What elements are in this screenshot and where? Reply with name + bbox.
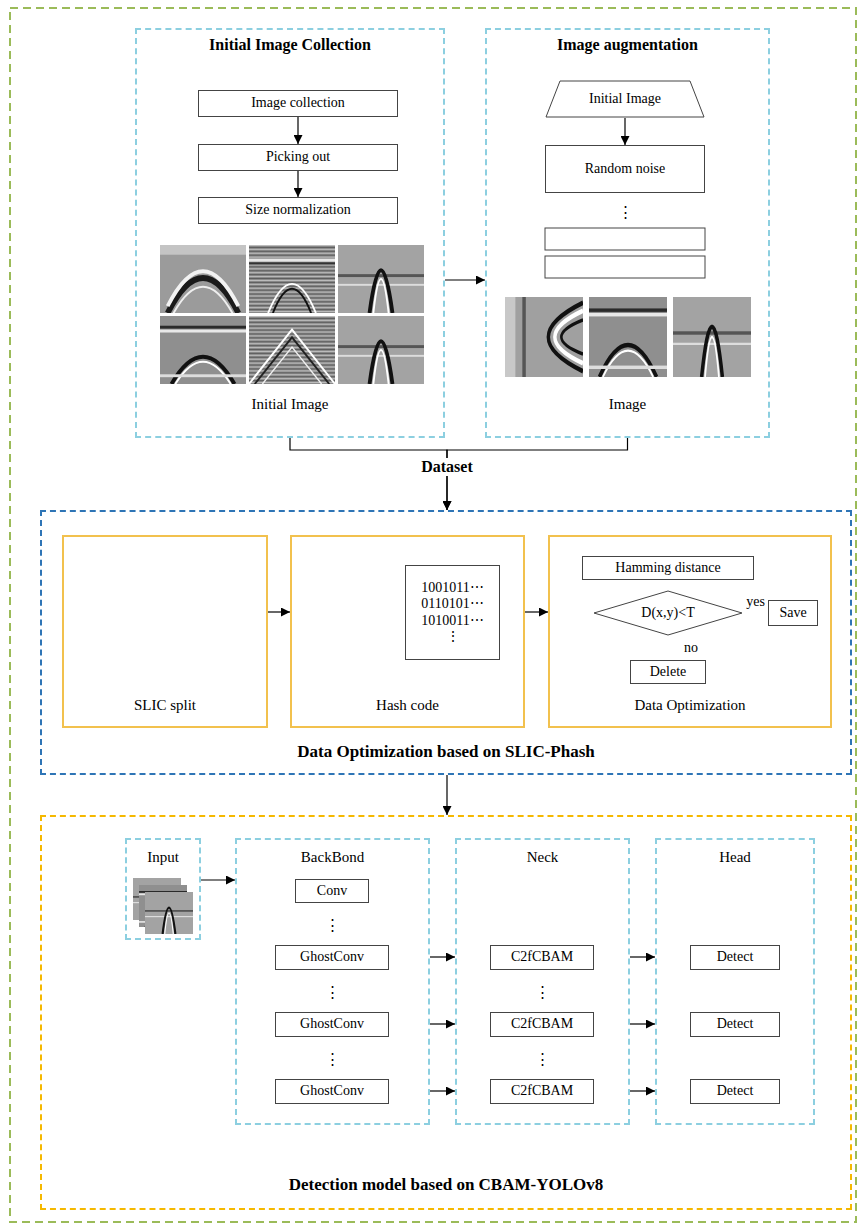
node-text: Size normalization [245,202,350,218]
input-images [133,878,193,934]
node-text: Random noise [585,161,666,177]
edge-label: no [682,640,700,655]
flow-arrow [430,956,455,957]
flow-arrow [630,1090,655,1091]
step-panel: SLIC split [62,535,268,728]
process-box: C2fCBAM [490,1079,594,1104]
node-text: Picking out [266,149,330,165]
panel-title: BackBond [301,849,364,866]
ellipsis-mark: ⋮ [323,984,342,1001]
process-box: 1001011⋯0110101⋯1010011⋯⋮ [405,565,500,660]
flow-arrow [445,279,485,280]
process-box: Hamming distance [582,556,754,580]
process-box: Detect [690,945,780,970]
node-text: Detect [717,1016,754,1032]
flow-arrow [630,1023,655,1024]
augmentation-steps [545,228,705,278]
flow-arrow [525,611,548,612]
node-text: C2fCBAM [511,1083,573,1099]
augmented-images [505,297,751,377]
node-text: Image collection [251,95,345,111]
section-panel: NeckC2fCBAM C2fCBAM C2fCBAM [455,838,630,1125]
flow-label: Dataset [419,458,475,476]
node-text: 1010011⋯ [421,613,483,629]
process-box: GhostConv [275,1012,389,1037]
process-box: Detect [690,1012,780,1037]
panel-title: Data Optimization based on SLIC-Phash [297,742,595,762]
node-text: 1001011⋯ [421,580,483,596]
node-text: Initial Image [251,396,328,413]
shape-outline [546,81,704,117]
edge-label: yes [744,594,767,609]
panel-title: SLIC split [134,697,196,714]
ellipsis-mark: ⋮ [323,917,342,934]
flow-arrow [630,956,655,957]
node-text: Delete [650,664,687,680]
process-box: C2fCBAM [490,1012,594,1037]
node-text: GhostConv [300,949,364,965]
flow-arrow [297,117,298,144]
node-text: C2fCBAM [511,949,573,965]
node-text: ⋮ [446,629,460,645]
step-panel: Data Optimization Hamming distanceD(x,y)<… [548,535,832,728]
input-trapezoid: Initial Image [545,80,705,118]
process-box: GhostConv [275,945,389,970]
process-box: Image collection [198,90,398,117]
stage-panel: Detection model based on CBAM-YOLOv8 Inpu… [40,815,852,1210]
initial-images [160,245,424,384]
node-text: Detect [717,949,754,965]
process-box: Conv [295,879,369,903]
node-text: GhostConv [300,1083,364,1099]
outer-frame [10,8,856,1222]
node-text: Detect [717,1083,754,1099]
flow-arrow [624,118,625,145]
node-text: Initial Image [589,91,661,107]
ellipsis-mark: ⋮ [323,1051,342,1068]
section-panel: HeadDetectDetectDetect [655,838,815,1125]
flow-arrow [201,879,235,880]
process-box: Size normalization [198,197,398,224]
node-text: Save [779,605,806,621]
ellipsis-mark: ⋮ [616,204,635,221]
node-text: Hamming distance [615,560,720,576]
panel-title: Hash code [376,697,439,714]
panel-title: Data Optimization [634,697,745,714]
node-text: GhostConv [300,1016,364,1032]
node-text: D(x,y)<T [641,605,694,621]
process-box: Random noise [545,145,705,193]
process-box: Delete [630,660,706,684]
stage-panel: Data Optimization based on SLIC-Phash SLI… [40,510,852,775]
section-panel: Input [125,838,201,940]
flow-arrow [430,1090,455,1091]
process-box: C2fCBAM [490,945,594,970]
section-panel: Image augmentationImage Initial ImageRand… [485,28,770,438]
section-panel: BackBondConvGhostConvGhostConvGhostConv [235,838,430,1125]
process-box: Detect [690,1079,780,1104]
process-box: Picking out [198,144,398,171]
flow-arrow [297,171,298,197]
panel-title: Image augmentation [557,36,698,54]
node-text: Image [609,396,646,413]
flow-arrow [268,611,290,612]
panel-title: Neck [527,849,559,866]
shape-outline [594,591,742,635]
panel-title: Initial Image Collection [209,36,371,54]
node-text: C2fCBAM [511,1016,573,1032]
flow-arrow [446,775,447,815]
process-box: Save [768,600,817,626]
section-panel: Initial Image CollectionInitial Image Ima… [135,28,445,438]
flow-arrow [430,1023,455,1024]
panel-title: Input [147,849,179,866]
node-text: 0110101⋯ [421,596,483,612]
node-text: Conv [317,883,347,899]
decision-diamond: D(x,y)<T [593,590,743,636]
step-panel: Hash code 1001011⋯0110101⋯1010011⋯⋮ [290,535,525,728]
panel-title: Head [719,849,751,866]
ellipsis-mark: ⋮ [533,984,552,1001]
ellipsis-mark: ⋮ [533,1051,552,1068]
panel-title: Detection model based on CBAM-YOLOv8 [289,1175,603,1195]
process-box: GhostConv [275,1079,389,1104]
